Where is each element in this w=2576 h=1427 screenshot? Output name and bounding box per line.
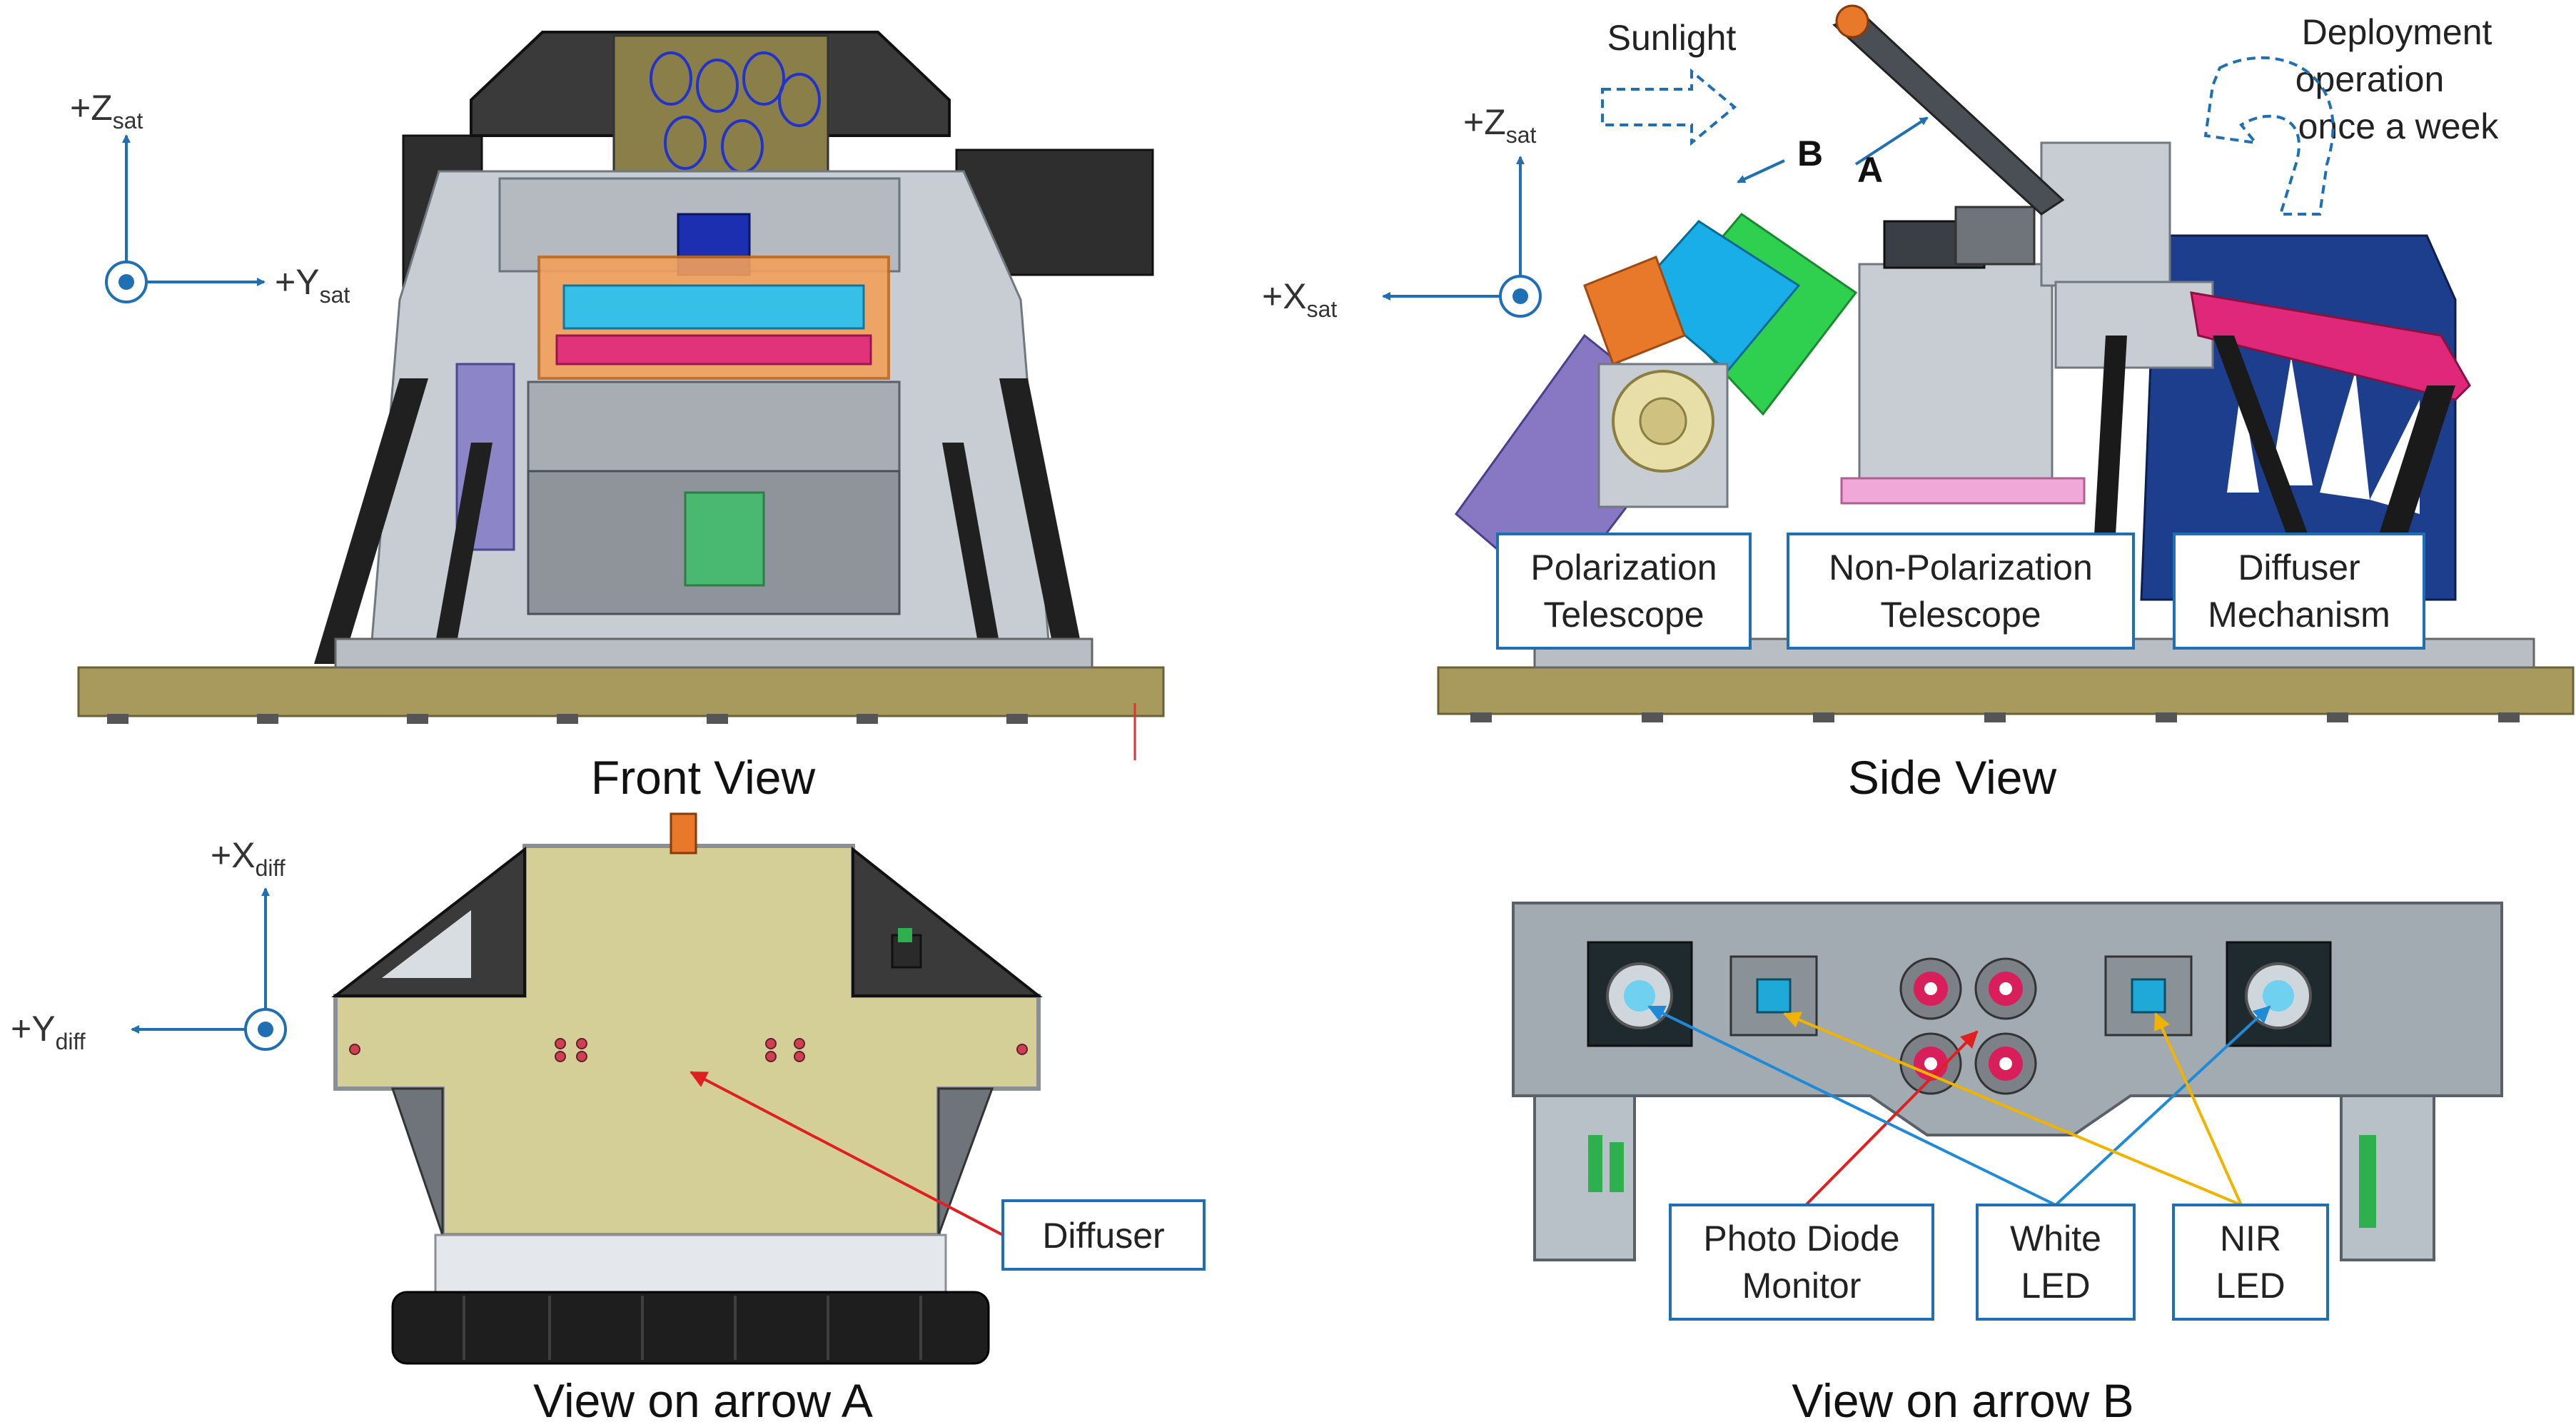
front-view-drawing [77, 31, 1165, 760]
arrow-a-pointer [1854, 116, 1929, 166]
sunlight-label: Sunlight [1607, 18, 1737, 58]
side-label-polarization: Polarization Telescope [1496, 533, 1752, 650]
front-axes: +Zsat +Ysat [70, 88, 350, 308]
svg-text:Monitor: Monitor [1742, 1266, 1862, 1306]
front-cyan-element [562, 284, 865, 330]
nir-led-right [2131, 978, 2166, 1014]
view-a-caption: View on arrow A [533, 1374, 873, 1427]
nir-led-left [1756, 978, 1792, 1014]
side-label-non-polarization: Non-Polarization Telescope [1787, 533, 2135, 650]
diff-x-axis-label: +Xdiff [211, 835, 286, 881]
side-blue-telescope [1632, 220, 1801, 373]
sunlight-arrow [1601, 68, 1737, 146]
deployment-label-line1: Deployment [2302, 12, 2492, 52]
side-magenta-strut [2190, 291, 2471, 401]
view-b-label-nir-led: NIR LED [2172, 1204, 2329, 1321]
view-a-axes: +Xdiff +Ydiff [11, 835, 287, 1054]
arrow-b-pointer [1737, 159, 1785, 183]
side-black-strut-3 [2091, 336, 2127, 585]
svg-text:Mechanism: Mechanism [2208, 595, 2390, 635]
side-x-axis-label: +Xsat [1262, 276, 1337, 322]
deployment-curved-arrow [2203, 56, 2335, 216]
front-view-caption: Front View [591, 751, 816, 804]
side-axes: +Zsat +Xsat [1262, 102, 1542, 322]
front-base-feet [107, 714, 1028, 724]
view-b-label-photo-diode: Photo Diode Monitor [1669, 1204, 1934, 1321]
svg-text:White: White [2010, 1219, 2101, 1259]
view-a-left-lower-frame [390, 1087, 444, 1236]
side-black-strut-1 [2213, 336, 2327, 585]
side-mechanism-arm [2054, 281, 2214, 369]
front-base-plate [77, 666, 1165, 717]
photo-diode-cluster [1899, 957, 2037, 1095]
side-base-feet [1470, 712, 2520, 722]
svg-text:Telescope: Telescope [1880, 595, 2041, 635]
view-a-mount-holes [349, 1038, 1028, 1062]
view-a-right-frame [852, 846, 1043, 997]
svg-text:Telescope: Telescope [1543, 595, 1704, 635]
side-mechanism-box [2040, 141, 2171, 287]
front-left-leg-2 [435, 443, 493, 642]
view-b-right-leg [2340, 1094, 2435, 1261]
arrow-b-label: B [1797, 133, 1823, 173]
side-np-top-2 [1954, 206, 2036, 266]
svg-text:LED: LED [2021, 1266, 2090, 1306]
svg-text:Diffuser: Diffuser [2238, 548, 2360, 588]
view-b-label-white-led: White LED [1976, 1204, 2136, 1321]
svg-text:NIR: NIR [2220, 1219, 2281, 1259]
view-b-leaders [1647, 1005, 2271, 1206]
view-b-caption: View on arrow B [1792, 1374, 2133, 1427]
arrow-a-label: A [1857, 150, 1883, 190]
front-z-axis-label: +Zsat [70, 88, 143, 133]
front-diffuser-panel [612, 34, 829, 173]
side-np-telescope-body [1858, 263, 2054, 494]
front-right-leg [999, 378, 1085, 664]
diffuser-leader-line [690, 1071, 1004, 1236]
front-right-leg-2 [942, 443, 999, 642]
side-pink-stand [1840, 477, 2086, 505]
deployment-label-line2: operation [2295, 59, 2445, 99]
view-a-left-frame [331, 846, 526, 997]
side-view-caption: Side View [1848, 751, 2057, 804]
svg-text:Photo Diode: Photo Diode [1703, 1219, 1899, 1259]
deployment-label-line3: once a week [2298, 106, 2500, 146]
front-magenta-element [555, 334, 872, 365]
front-green-element [684, 491, 765, 587]
side-z-axis-label: +Zsat [1463, 102, 1537, 148]
view-a-label-diffuser: Diffuser [690, 1071, 1206, 1271]
view-a-black-roller [391, 1291, 990, 1365]
front-grey-telescope-body [527, 380, 901, 476]
front-y-axis-label: +Ysat [275, 262, 350, 308]
side-view-drawing [1437, 4, 2575, 722]
side-label-diffuser-mechanism: Diffuser Mechanism [2173, 533, 2425, 650]
side-annotations: Sunlight Deployment operation once a wee… [1601, 12, 2500, 216]
front-cable-loops [650, 51, 821, 173]
diff-y-axis-label: +Ydiff [11, 1009, 86, 1054]
svg-text:Non-Polarization: Non-Polarization [1829, 548, 2093, 588]
svg-text:LED: LED [2216, 1266, 2285, 1306]
side-base-plate [1437, 666, 2575, 715]
view-a-roller-ribs [463, 1296, 922, 1360]
front-bottom-rail [334, 637, 1093, 669]
svg-text:Diffuser: Diffuser [1042, 1216, 1164, 1256]
view-a-orange-tab [670, 812, 697, 854]
view-a-drawing [331, 812, 1043, 1365]
side-orange-block [1583, 256, 1686, 365]
side-arm-hinge [1835, 4, 1869, 39]
view-a-bottom-rail [434, 1234, 947, 1301]
front-left-leg [314, 378, 428, 664]
svg-text:Polarization: Polarization [1530, 548, 1717, 588]
view-a-right-lower-frame [937, 1087, 994, 1236]
